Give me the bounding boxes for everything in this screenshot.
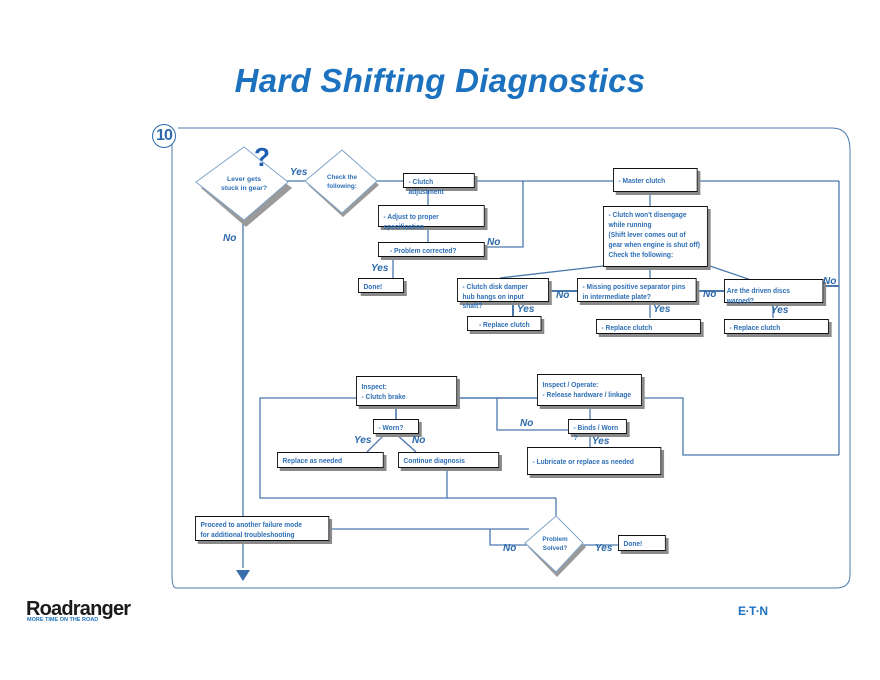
problem-solved-diamond [524,515,584,573]
connector [395,433,417,453]
yes-label: Yes [517,304,535,315]
no-label: No [223,233,237,244]
separator-pins-box: - Missing positive separator pins in int… [577,278,697,302]
roadranger-tagline: MORE TIME ON THE ROAD [27,617,99,623]
connector [489,529,530,546]
page-title: Hard Shifting Diagnostics [234,62,646,99]
eaton-logo: E·T·N [738,604,768,618]
inspect-release-box: Inspect / Operate: - Release hardware / … [537,374,642,406]
lever-stuck-text: Lever gets stuck in gear? [220,176,268,192]
proceed-failure-mode-box: Proceed to another failure mode for addi… [195,516,330,541]
master-clutch-box: - Master clutch [613,168,698,192]
yes-label: Yes [371,263,389,274]
replace-clutch-box-3: - Replace clutch [724,319,829,334]
step-number-badge: 10 [152,124,176,148]
no-label: No [556,290,570,301]
yes-label: Yes [653,304,671,315]
clutch-adjustment-box: - Clutch adjustment [403,173,475,196]
connector [496,398,568,431]
lubricate-box: - Lubricate or replace as needed [527,447,662,475]
yes-label: Yes [290,167,308,178]
no-label: No [703,289,717,300]
replace-as-needed-box: Replace as needed [277,452,384,468]
inspect-clutch-brake-box: Inspect: - Clutch brake [356,376,458,406]
no-label: No [503,543,517,554]
check-following-diamond [304,149,378,214]
connector [642,397,839,456]
damper-hub-box: - Clutch disk damper hub hangs on input … [457,278,549,310]
roadranger-logo: Roadranger [26,598,131,620]
arrow-down-icon [236,570,250,581]
yes-label: Yes [354,435,372,446]
connector [499,265,604,279]
yes-label: Yes [595,543,613,554]
problem-corrected-box: - Problem corrected? [378,242,485,257]
no-label: No [520,418,534,429]
no-label: No [412,435,426,446]
connector [366,433,386,453]
replace-clutch-box-2: - Replace clutch [596,319,701,334]
connector [485,181,524,248]
done-top-box: Done! [358,278,404,293]
connector [259,397,447,499]
yes-label: Yes [592,436,610,447]
binds-worn-box: - Binds / Worn ? [568,419,627,442]
worn-box: - Worn? [373,419,419,434]
yes-label: Yes [771,305,789,316]
frame-border [171,127,851,589]
done-bottom-box: Done! [618,535,666,551]
no-label: No [487,237,501,248]
question-mark-icon: ? [254,142,270,172]
no-label: No [823,276,837,287]
clutch-wont-disengage-box: - Clutch won't disengage while running (… [603,206,708,267]
adjust-spec-box: - Adjust to proper specification [378,205,485,231]
check-following-text: Check the following: [326,174,358,190]
replace-clutch-box-1: - Replace clutch [467,316,542,331]
discs-warped-box: Are the driven discs warped? [724,279,824,305]
lever-stuck-diamond [195,146,289,221]
continue-diagnosis-box: Continue diagnosis [398,452,500,468]
problem-solved-text: Problem Solved? [542,536,568,552]
